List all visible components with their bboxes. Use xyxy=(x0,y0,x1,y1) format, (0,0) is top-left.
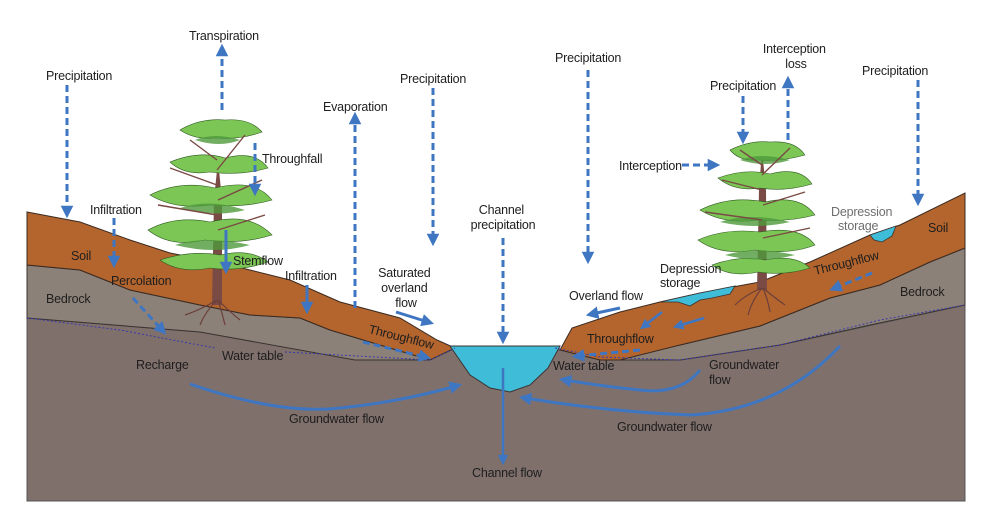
label-depression-storage-right: Depression storage xyxy=(831,205,896,233)
throughflow-right-arrow-2 xyxy=(672,316,705,330)
label-interception: Interception xyxy=(619,159,682,173)
label-infiltration-mid: Infiltration xyxy=(285,269,337,283)
label-saturated-overland-flow: Saturated overland flow xyxy=(378,266,434,310)
label-bedrock-left: Bedrock xyxy=(46,292,91,306)
label-percolation: Percolation xyxy=(111,274,172,288)
label-groundwater-flow-left: Groundwater flow xyxy=(289,412,385,426)
label-water-table-left: Water table xyxy=(222,349,284,363)
label-groundwater-flow-right-lower: Groundwater flow xyxy=(617,420,713,434)
water-table-line-right xyxy=(554,304,966,361)
tree-right-icon xyxy=(697,141,816,316)
label-throughfall: Throughfall xyxy=(262,152,322,166)
label-infiltration-left: Infiltration xyxy=(90,203,142,217)
label-throughflow-right-low: Throughflow xyxy=(587,332,655,346)
percolation-arrow xyxy=(131,296,167,335)
label-precipitation-left: Precipitation xyxy=(46,69,112,83)
label-evaporation: Evaporation xyxy=(323,100,388,114)
label-groundwater-flow-right-upper: Groundwater flow xyxy=(709,358,782,387)
overland-flow-arrow xyxy=(585,306,621,319)
label-overland-flow: Overland flow xyxy=(569,289,644,303)
saturated-overland-flow-arrow xyxy=(395,310,435,327)
groundwater-flow-right-lower-arrow xyxy=(518,344,842,417)
label-precipitation-right1: Precipitation xyxy=(555,51,621,65)
depression-pool-mid xyxy=(659,285,736,307)
label-depression-storage-mid: Depression storage xyxy=(660,262,725,290)
label-precipitation-far-right: Precipitation xyxy=(862,64,928,78)
label-water-table-right: Water table xyxy=(553,359,615,373)
label-recharge: Recharge xyxy=(136,358,189,372)
label-soil-right: Soil xyxy=(928,221,948,235)
label-channel-precipitation: Channel precipitation xyxy=(471,203,536,232)
label-transpiration: Transpiration xyxy=(189,29,259,43)
label-channel-flow: Channel flow xyxy=(472,466,543,480)
throughflow-right-arrow-1 xyxy=(639,311,663,330)
depression-pool-right xyxy=(869,225,897,243)
label-interception-loss: Interception loss xyxy=(763,42,829,71)
label-precipitation-center: Precipitation xyxy=(400,72,466,86)
label-bedrock-right: Bedrock xyxy=(900,285,945,299)
label-soil-left: Soil xyxy=(71,249,91,263)
label-precipitation-tree-right: Precipitation xyxy=(710,79,776,93)
groundwater-flow-right-upper-arrow xyxy=(558,369,702,393)
channel-water xyxy=(449,345,561,393)
water-table-line-left xyxy=(26,317,216,349)
groundwater-flow-left-arrow xyxy=(189,381,463,411)
throughflow-right-high-arrow xyxy=(829,271,873,292)
label-stemflow: Stemflow xyxy=(233,254,284,268)
tree-left-icon xyxy=(147,119,273,326)
